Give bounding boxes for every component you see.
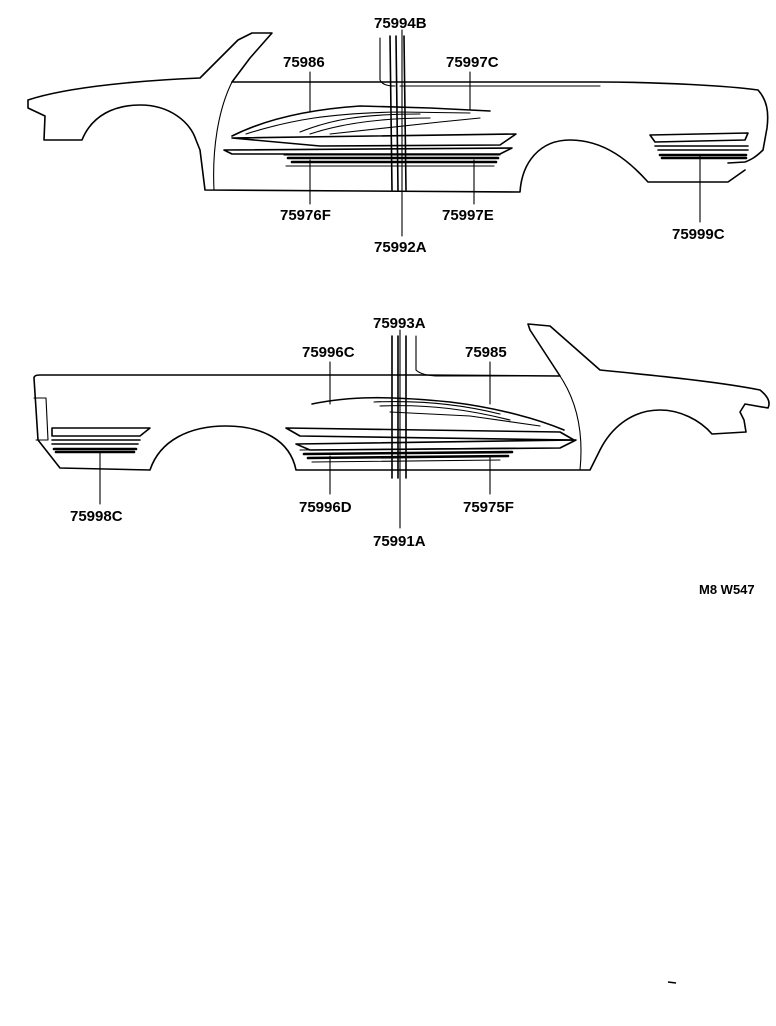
top-stripe-upper bbox=[231, 105, 491, 137]
label-75998C: 75998C bbox=[70, 508, 123, 525]
bottom-stripe-lower bbox=[285, 427, 575, 441]
label-75985: 75985 bbox=[465, 344, 507, 361]
top-door-line bbox=[213, 81, 233, 191]
top-rocker-stripe-1 bbox=[223, 147, 513, 155]
label-75996D: 75996D bbox=[299, 499, 352, 516]
label-75976F: 75976F bbox=[280, 207, 331, 224]
bottom-vehicle-view bbox=[33, 323, 770, 529]
bottom-rear-fender-stripe bbox=[51, 427, 151, 445]
bottom-leaders bbox=[99, 329, 491, 529]
bottom-stripe-upper bbox=[311, 396, 565, 431]
bottom-door-line bbox=[559, 375, 582, 471]
label-75975F: 75975F bbox=[463, 499, 514, 516]
top-stripe-inner bbox=[299, 113, 481, 135]
top-rear-fender-stripe bbox=[649, 132, 749, 151]
label-75996C: 75996C bbox=[302, 344, 355, 361]
label-75997E: 75997E bbox=[442, 207, 494, 224]
top-window-frame bbox=[379, 37, 396, 87]
top-stripe-upper-2 bbox=[245, 111, 471, 135]
label-75994B: 75994B bbox=[374, 15, 427, 32]
top-rear-fender-stripe-dark bbox=[658, 153, 748, 160]
label-75993A: 75993A bbox=[373, 315, 426, 332]
label-75986: 75986 bbox=[283, 54, 325, 71]
label-75997C: 75997C bbox=[446, 54, 499, 71]
bottom-tail-light bbox=[33, 397, 49, 441]
label-75999C: 75999C bbox=[672, 226, 725, 243]
label-75992A: 75992A bbox=[374, 239, 427, 256]
bottom-rocker-stripe-1 bbox=[295, 439, 577, 451]
stray-mark bbox=[667, 981, 677, 984]
bottom-window-frame bbox=[415, 335, 557, 377]
top-stripe-lower bbox=[231, 133, 517, 147]
top-door-strip bbox=[389, 35, 407, 191]
bottom-body-outline bbox=[33, 323, 770, 471]
top-rocker-stripe-2 bbox=[286, 156, 500, 164]
top-vehicle-view bbox=[27, 29, 769, 237]
top-leaders bbox=[309, 29, 701, 237]
bottom-rear-fender-stripe-dark bbox=[52, 447, 138, 454]
bottom-stripe-inner bbox=[373, 400, 541, 427]
top-body-outline bbox=[27, 32, 769, 193]
bottom-rocker-stripe-2 bbox=[302, 450, 514, 460]
bottom-door-strip bbox=[391, 335, 407, 479]
label-75991A: 75991A bbox=[373, 533, 426, 550]
figure-code: M8 W547 bbox=[699, 582, 755, 597]
